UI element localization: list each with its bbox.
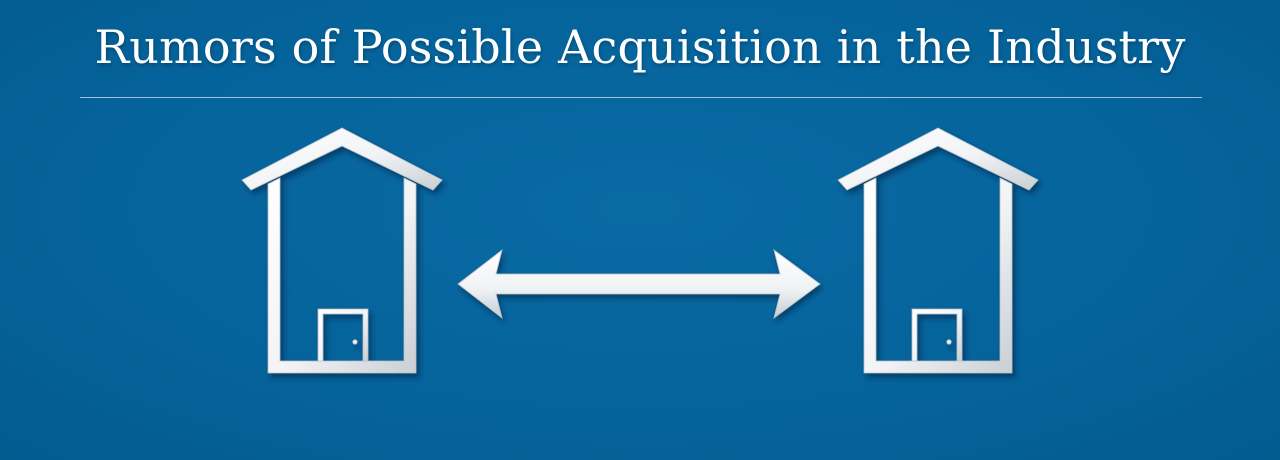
double-arrow-icon — [450, 244, 830, 324]
title-divider — [80, 97, 1202, 98]
left-house-icon — [232, 118, 452, 388]
right-house-icon — [828, 118, 1048, 388]
slide-title: Rumors of Possible Acquisition in the In… — [94, 20, 1186, 74]
